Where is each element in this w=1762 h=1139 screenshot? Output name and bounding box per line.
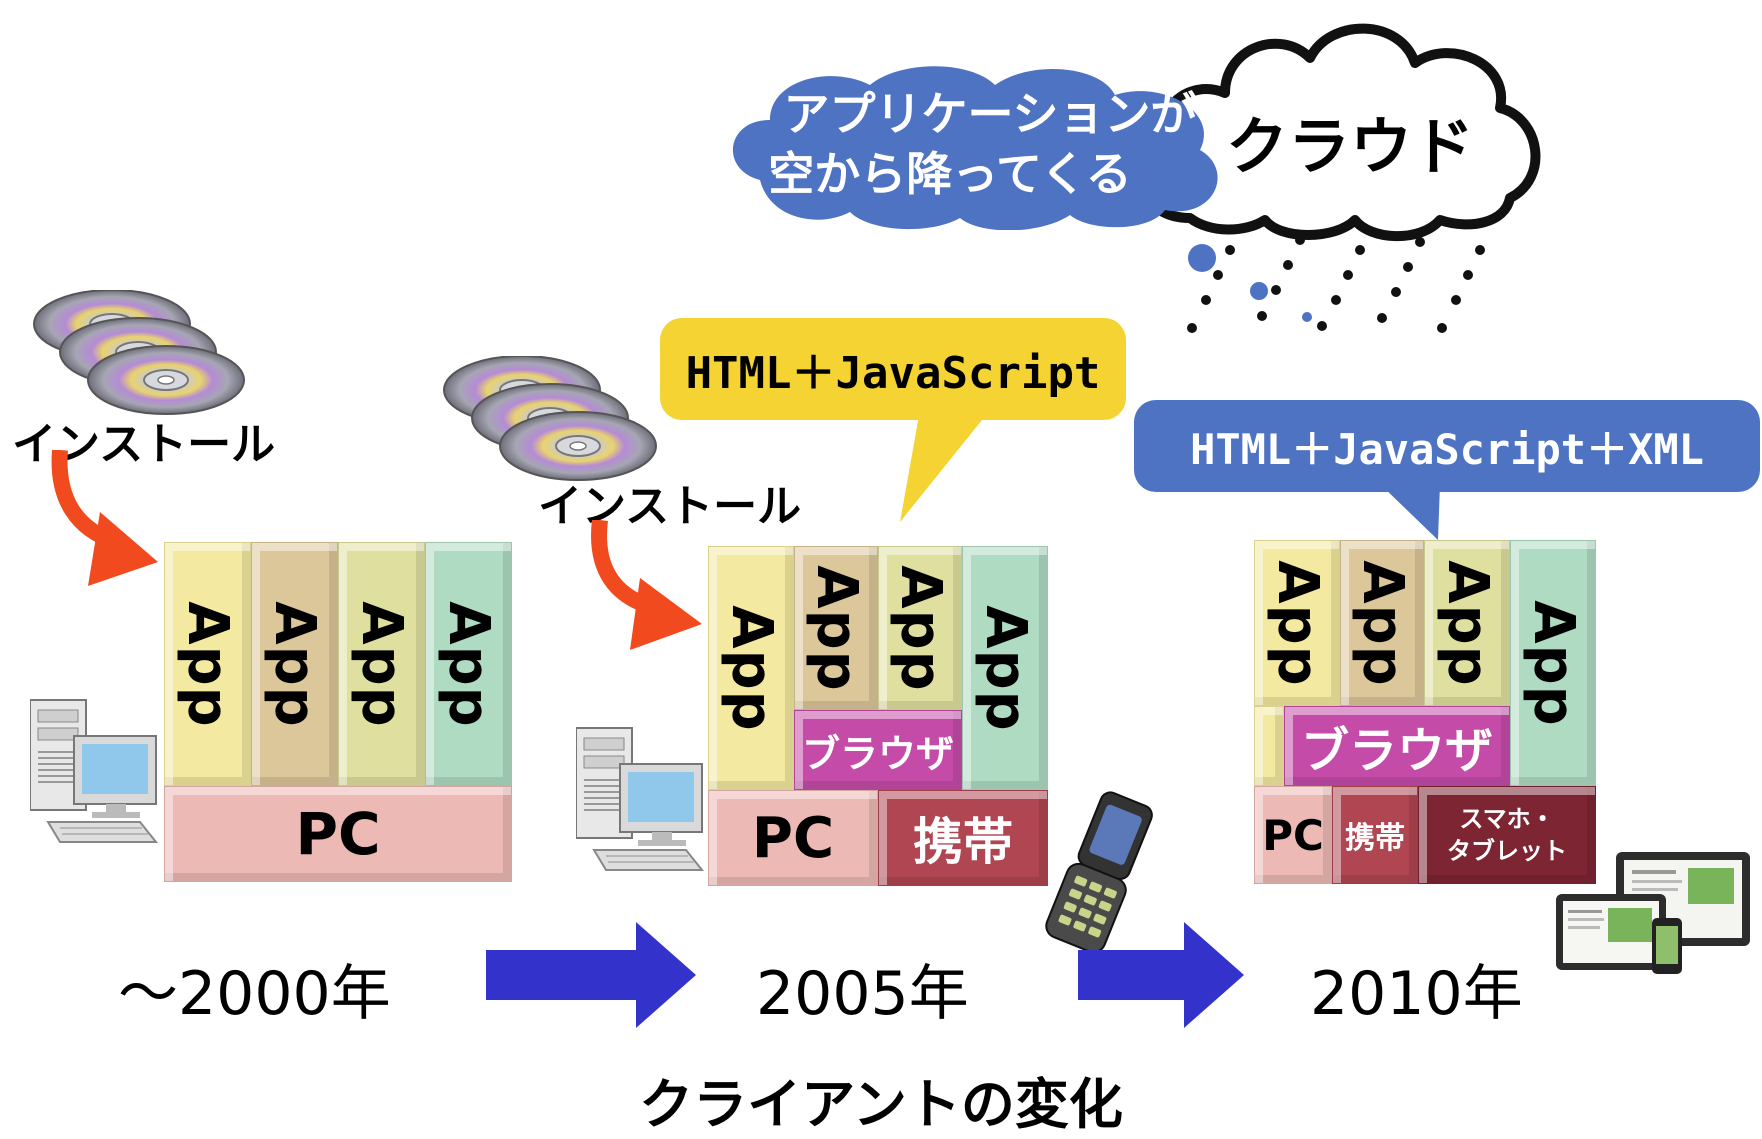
install-arrow-2005 [591, 520, 702, 650]
app-block: App [1254, 540, 1340, 706]
thought-dot-small [1302, 312, 1312, 322]
mobile-block: 携帯 [878, 790, 1048, 886]
app-block: App [164, 542, 251, 786]
disc-stack-2000 [33, 290, 245, 415]
app-block: App [1340, 540, 1424, 706]
disc-icon [87, 345, 245, 415]
stack-2010: App App App App ブラウザ PC 携帯 スマホ・ タブレット [1254, 540, 1596, 884]
pc-block: PC [708, 790, 878, 886]
install-arrow-2000 [51, 450, 158, 586]
browser-block: ブラウザ [1284, 706, 1510, 786]
bubble-2005-text: HTML＋JavaScript [685, 348, 1101, 399]
app-block: App [1424, 540, 1510, 706]
flip-phone-icon [1045, 791, 1153, 950]
desktop-pc-icon [30, 699, 157, 843]
cloud-label: クラウド [1225, 110, 1474, 183]
cloud-icon [1138, 23, 1541, 242]
diagram-title: クライアントの変化 [639, 1073, 1123, 1136]
app-block: App [878, 546, 962, 710]
browser-label: ブラウザ [1300, 723, 1493, 779]
cloud: クラウド [1130, 8, 1550, 248]
thought-dot-large [1188, 244, 1216, 272]
app-block: App [794, 546, 878, 710]
pc-label: PC [751, 805, 835, 871]
thought-bubble-icon [732, 66, 1218, 231]
pc-block: PC [164, 786, 512, 882]
mobile-label: 携帯 [913, 813, 1013, 871]
stack-2005: App App App App ブラウザ PC 携帯 [708, 546, 1048, 886]
bubble-2005-tail [900, 410, 990, 522]
smartphone-label-line2: タブレット [1447, 837, 1567, 865]
app-sliver [1254, 706, 1284, 786]
era-2010-label: 2010年 [1310, 959, 1523, 1029]
sky-bubble-line1: アプリケーションが [783, 87, 1197, 141]
disc-stack-2005 [443, 356, 657, 481]
bubble-2010-text: HTML＋JavaScript＋XML [1190, 424, 1704, 474]
sky-bubble: アプリケーションが 空から降ってくる [720, 60, 1240, 231]
desktop-pc-icon [576, 727, 703, 871]
app-block: App [425, 542, 512, 786]
bubble-2010: HTML＋JavaScript＋XML [1134, 400, 1760, 492]
bubble-2005: HTML＋JavaScript [660, 318, 1126, 420]
app-block: App [338, 542, 425, 786]
era-2000-label: ～2000年 [118, 959, 391, 1029]
pc-label: PC [295, 800, 381, 868]
browser-label: ブラウザ [801, 731, 954, 776]
smartphone-tablet-block: スマホ・ タブレット [1418, 786, 1596, 884]
era-2005-label: 2005年 [756, 959, 969, 1029]
era-arrow-2 [1078, 922, 1244, 1028]
thought-dot-medium [1250, 282, 1268, 300]
tablets-smartphone-icon [1556, 852, 1750, 974]
pc-label: PC [1262, 810, 1324, 860]
rain-dots [1187, 235, 1485, 333]
app-block: App [962, 546, 1048, 790]
stack-2000: App App App App PC [164, 542, 512, 882]
bubble-2010-tail [1380, 484, 1440, 540]
era-arrow-1 [486, 922, 696, 1028]
install-label-2005: インストール [538, 481, 802, 532]
app-block: App [1510, 540, 1596, 786]
app-block: App [251, 542, 338, 786]
smartphone-label-line1: スマホ・ [1459, 804, 1555, 833]
mobile-block: 携帯 [1332, 786, 1418, 884]
sky-bubble-line2: 空から降ってくる [768, 147, 1132, 201]
browser-block: ブラウザ [794, 710, 962, 790]
mobile-label: 携帯 [1345, 821, 1405, 856]
pc-block: PC [1254, 786, 1332, 884]
app-block: App [708, 546, 794, 790]
